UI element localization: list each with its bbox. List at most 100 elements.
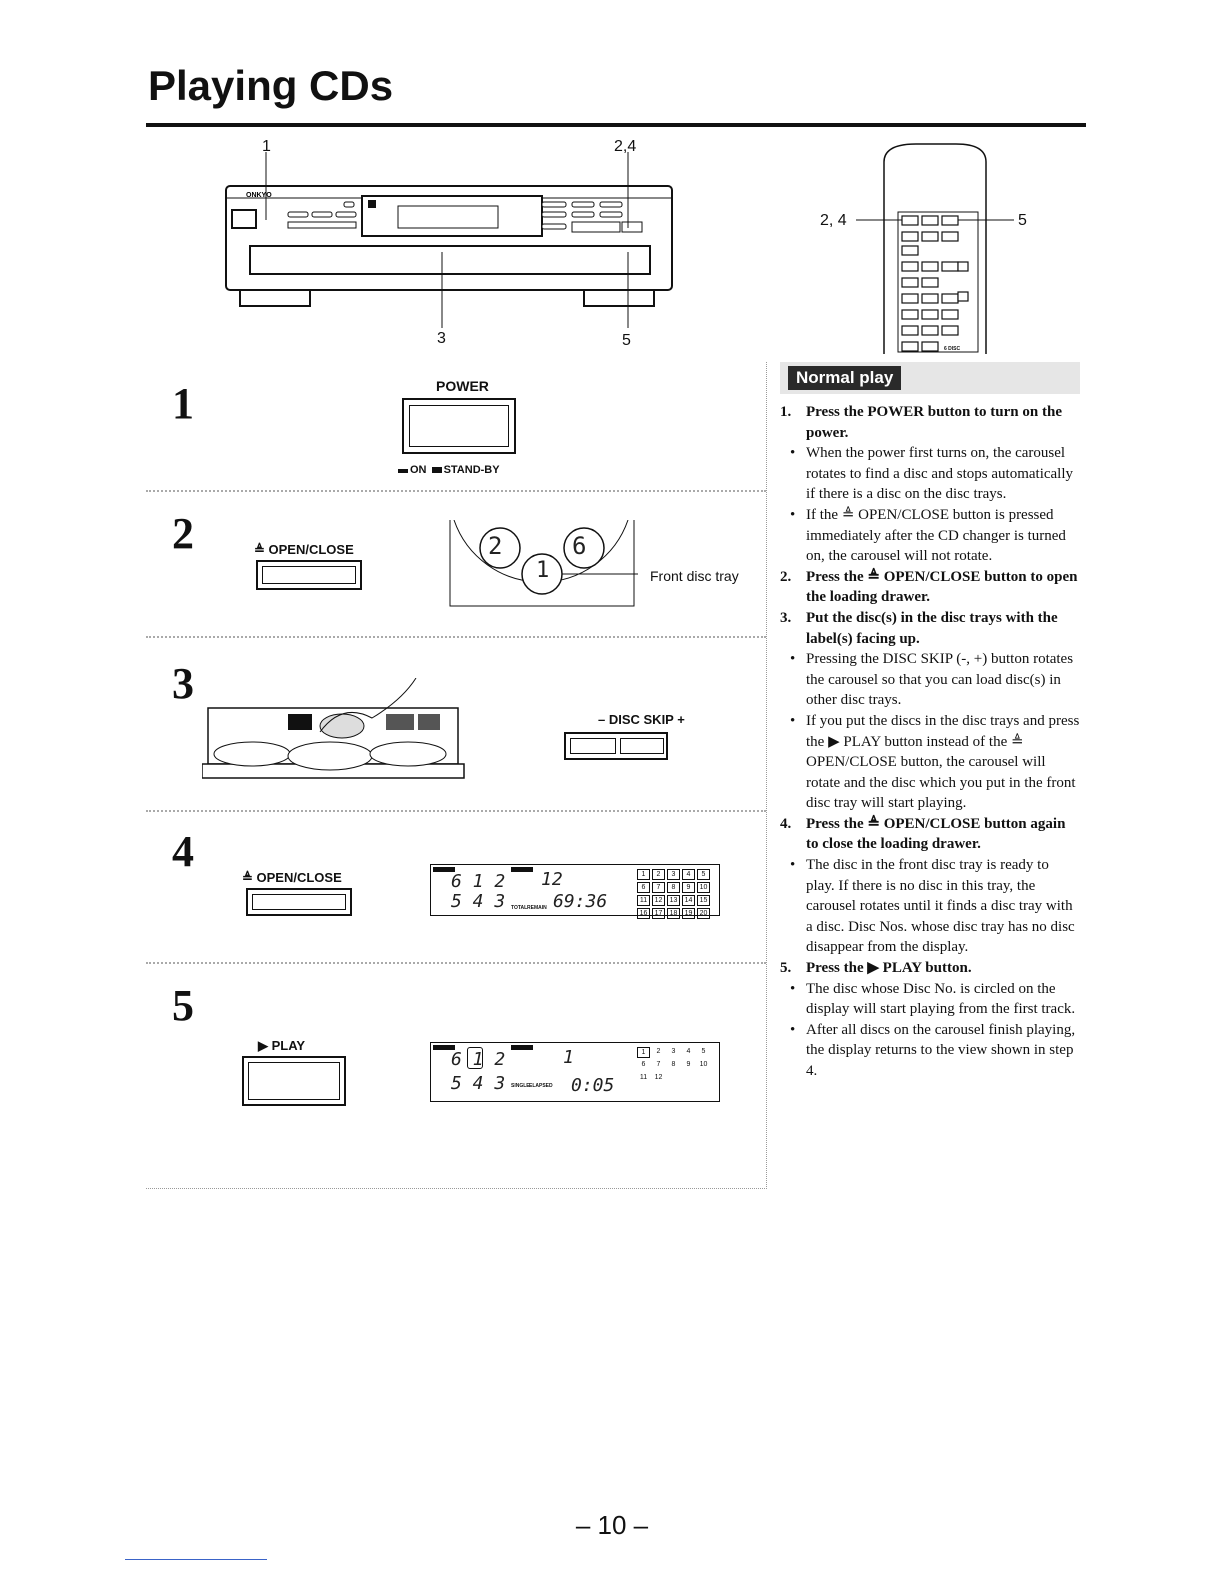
- disc-indicator: 1: [637, 869, 650, 880]
- instruction-number: 1.: [780, 404, 792, 420]
- disc-skip-minus-button[interactable]: [570, 738, 616, 754]
- remote-callout-5: 5: [1018, 212, 1027, 229]
- disc-indicator: 14: [682, 895, 695, 906]
- disc-indicator: 9: [682, 882, 695, 893]
- step-4-number: 4: [172, 827, 194, 876]
- title-rule: [146, 123, 1086, 127]
- front-disc-tray-label: Front disc tray: [650, 568, 739, 584]
- step-3-number: 3: [172, 659, 194, 708]
- display-5-row1: 6 1 2: [451, 1049, 506, 1070]
- display-4-row2: 5 4 3: [451, 891, 506, 912]
- open-close-label-2: ≜ OPEN/CLOSE: [254, 542, 354, 557]
- cd-changer-drawing: ONKYO: [225, 152, 673, 328]
- display-5-row2: 5 4 3: [451, 1073, 506, 1094]
- disc-indicator: 12: [652, 895, 665, 906]
- disc-indicator: 8: [667, 882, 680, 893]
- disc-indicator: 19: [682, 908, 695, 919]
- remote-illustration: 2, 4 5 6 DISC: [816, 140, 1036, 355]
- instruction-1: 1. Press the POWER button to turn on the…: [780, 402, 1080, 443]
- instruction-2: 2. Press the ≜ OPEN/CLOSE button to open…: [780, 567, 1080, 608]
- open-close-button-2[interactable]: [256, 560, 362, 590]
- remote-drawing: [856, 143, 1014, 354]
- instruction-heading: Press the ▶ PLAY button.: [806, 960, 972, 977]
- disc-indicator: 11: [637, 895, 650, 906]
- display-4-total: TOTAL: [511, 905, 528, 911]
- bullet-text: After all discs on the carousel finish p…: [780, 1020, 1080, 1082]
- open-close-button-4[interactable]: [246, 888, 352, 916]
- disc-indicator: 5: [701, 1048, 706, 1055]
- power-caption-standby: STAND-BY: [443, 464, 500, 476]
- play-label: ▶ PLAY: [258, 1038, 306, 1053]
- disc-indicator: 20: [697, 908, 710, 919]
- callout-3: 3: [437, 330, 446, 347]
- instructions: 1. Press the POWER button to turn on the…: [780, 402, 1080, 1082]
- display-4-row1: 6 1 2: [451, 871, 506, 892]
- step-separator: [146, 636, 766, 638]
- tray-disc-1: 1: [536, 558, 550, 583]
- display-step-5: 6 1 2 1 5 4 3 SINGLE ELAPSED 0:05 1 2 3 …: [430, 1042, 720, 1102]
- remote-disc-label: 6 DISC: [944, 346, 961, 352]
- bullet-text: The disc whose Disc No. is circled on th…: [780, 979, 1080, 1020]
- step-separator: [146, 490, 766, 492]
- disc-indicator: 11: [639, 1074, 648, 1081]
- display-5-single: SINGLE: [511, 1083, 530, 1089]
- normal-play-header: Normal play: [780, 362, 1080, 394]
- instruction-heading: Press the POWER button to turn on the po…: [806, 404, 1062, 441]
- disc-indicator: 6: [641, 1061, 646, 1068]
- power-caption: ON STAND-BY: [398, 464, 500, 476]
- instruction-number: 3.: [780, 609, 792, 626]
- disc-indicator: 5: [697, 869, 710, 880]
- remote-callout-2-4: 2, 4: [820, 212, 847, 229]
- disc-indicator: 7: [656, 1061, 661, 1068]
- disc-indicator: 3: [667, 869, 680, 880]
- instruction-number: 4.: [780, 815, 792, 832]
- display-4-time: 69:36: [553, 891, 608, 912]
- footer-line: [125, 1559, 267, 1560]
- display-5-disc-grid: 1 2 3 4 5 6 7 8 9 10 11 12: [637, 1047, 710, 1084]
- disc-skip-buttons: [564, 732, 668, 760]
- instruction-4: 4. Press the ≜ OPEN/CLOSE button again t…: [780, 814, 1080, 855]
- power-label: POWER: [436, 378, 489, 394]
- disc-indicator: 2: [656, 1048, 661, 1055]
- step-separator: [146, 810, 766, 812]
- power-button[interactable]: [402, 398, 516, 454]
- page-number: – 10 –: [575, 1510, 649, 1540]
- normal-play-heading: Normal play: [788, 366, 902, 390]
- disc-indicator: 3: [671, 1048, 676, 1055]
- disc-indicator: 15: [697, 895, 710, 906]
- disc-indicator-active: 1: [637, 1047, 650, 1058]
- instruction-heading: Press the ≜ OPEN/CLOSE button to open th…: [806, 568, 1078, 606]
- bullet-text: If the ≜ OPEN/CLOSE button is pressed im…: [780, 505, 1080, 567]
- steps-panel: 1 POWER ON STAND-BY 2 ≜ OPEN/CLOSE 2 6 1…: [146, 362, 767, 1189]
- bullet-text: If you put the discs in the disc trays a…: [780, 711, 1080, 814]
- brand-logo: ONKYO: [246, 192, 272, 199]
- open-close-label-4: ≜ OPEN/CLOSE: [242, 870, 342, 885]
- callout-2-4: 2,4: [614, 138, 637, 155]
- bullet-text: When the power first turns on, the carou…: [780, 443, 1080, 505]
- disc-indicator: 12: [654, 1074, 663, 1081]
- display-4-remain: REMAIN: [527, 905, 547, 911]
- loading-disc-illustration: [201, 677, 468, 782]
- step-separator: [146, 962, 766, 964]
- tray-disc-6: 6: [572, 532, 587, 560]
- play-button[interactable]: [242, 1056, 346, 1106]
- instruction-heading: Put the disc(s) in the disc trays with t…: [806, 609, 1058, 647]
- step-1-number: 1: [172, 379, 194, 428]
- disc-skip-plus-button[interactable]: [620, 738, 664, 754]
- display-5-time: 0:05: [571, 1075, 615, 1096]
- step-2-number: 2: [172, 509, 194, 558]
- disc-indicator: 8: [671, 1061, 676, 1068]
- callout-1: 1: [262, 138, 271, 155]
- disc-indicator: 17: [652, 908, 665, 919]
- callout-5: 5: [622, 332, 631, 349]
- disc-skip-label: – DISC SKIP +: [598, 712, 685, 727]
- disc-indicator: 4: [682, 869, 695, 880]
- display-5-elapsed: ELAPSED: [529, 1083, 553, 1089]
- bullet-text: Pressing the DISC SKIP (-, +) button rot…: [780, 649, 1080, 711]
- step-5-number: 5: [172, 981, 194, 1030]
- bullet-text: The disc in the front disc tray is ready…: [780, 855, 1080, 958]
- disc-indicator: 18: [667, 908, 680, 919]
- display-step-4: 6 1 2 12 5 4 3 TOTAL REMAIN 69:36 1 2 3 …: [430, 864, 720, 919]
- instruction-number: 5.: [780, 960, 792, 977]
- instruction-5: 5. Press the ▶ PLAY button.: [780, 958, 1080, 979]
